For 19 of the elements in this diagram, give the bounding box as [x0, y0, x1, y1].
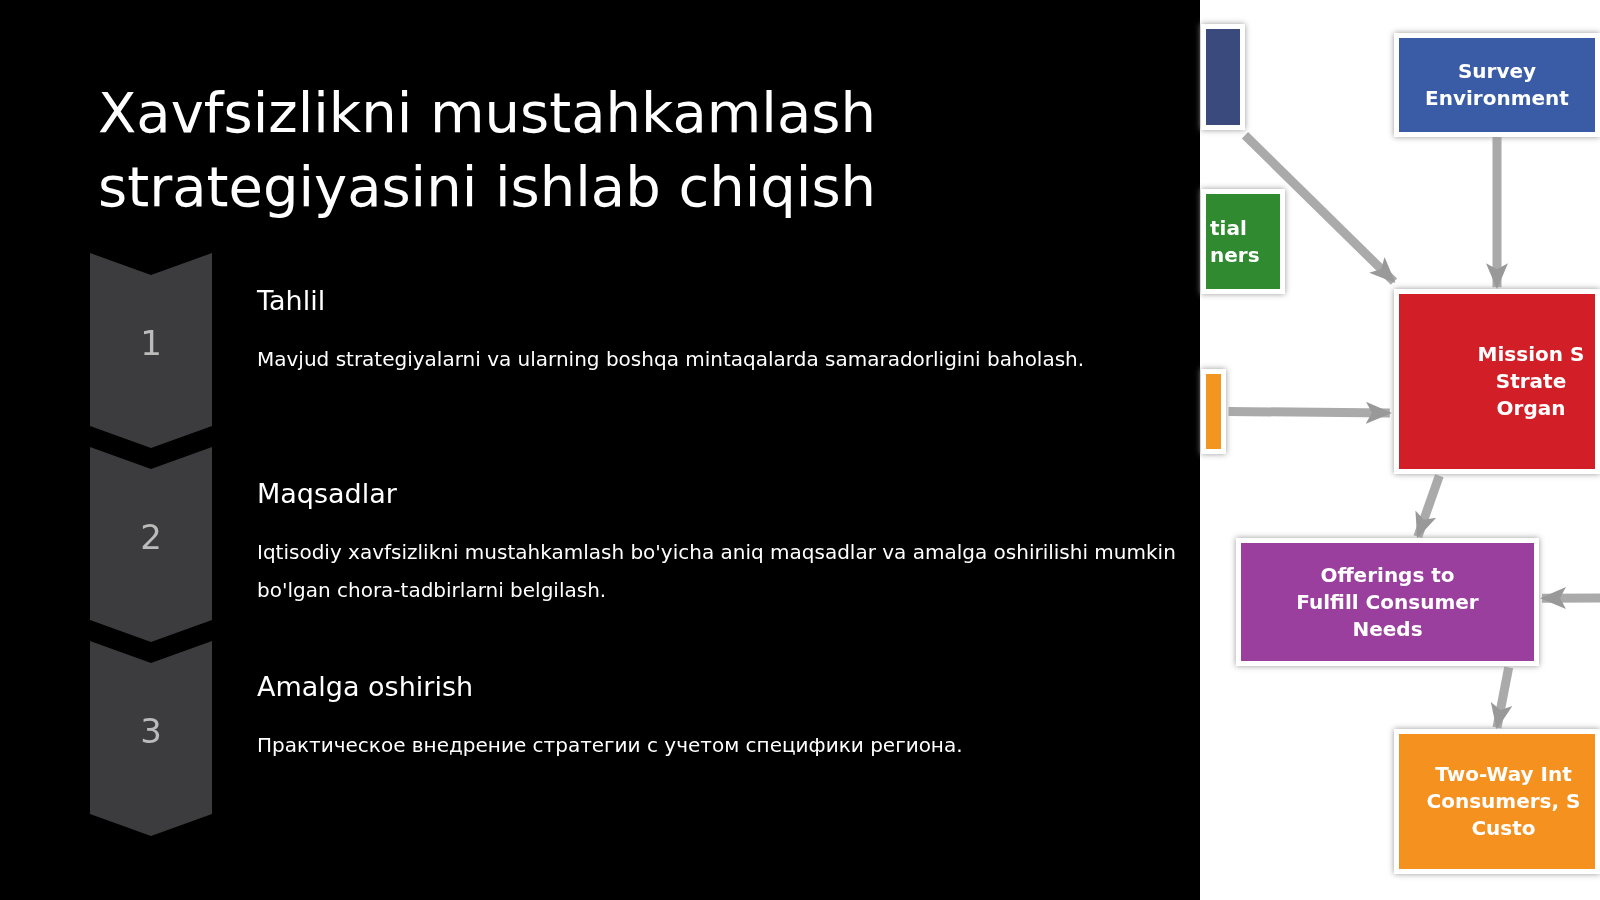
step-number: 1 [139, 322, 163, 363]
arrow [1241, 132, 1398, 285]
arrow [1540, 587, 1600, 610]
arrow [1490, 666, 1514, 730]
step-heading: Maqsadlar [257, 478, 397, 509]
step-heading: Amalga oshirish [257, 671, 474, 702]
chevron-step [90, 447, 212, 642]
step-description: Iqtisodiy xavfsizlikni mustahkamlash bo'yicha aniq maqsadlar va amalga oshirilishi mumkin bo'lgan chora-tadbirlarni belgilash. [257, 539, 1177, 604]
arrow [1413, 474, 1444, 539]
step-description: Mavjud strategiyalarni va ularning boshqa mintaqalarda samaradorligini baholash. [257, 346, 1086, 373]
step-heading: Tahlil [257, 285, 326, 316]
arrow [1486, 137, 1508, 290]
slide-title: Xavfsizlikni mustahkamlash strategiyasini ishlab chiqish [98, 79, 878, 221]
chevron-step [90, 253, 212, 448]
chevron-step [90, 641, 212, 836]
step-number: 2 [139, 516, 163, 557]
step-number: 3 [139, 710, 163, 751]
arrow [1228, 401, 1392, 424]
step-description: Практическое внедрение стратегии с учетом специфики региона. [257, 732, 964, 759]
